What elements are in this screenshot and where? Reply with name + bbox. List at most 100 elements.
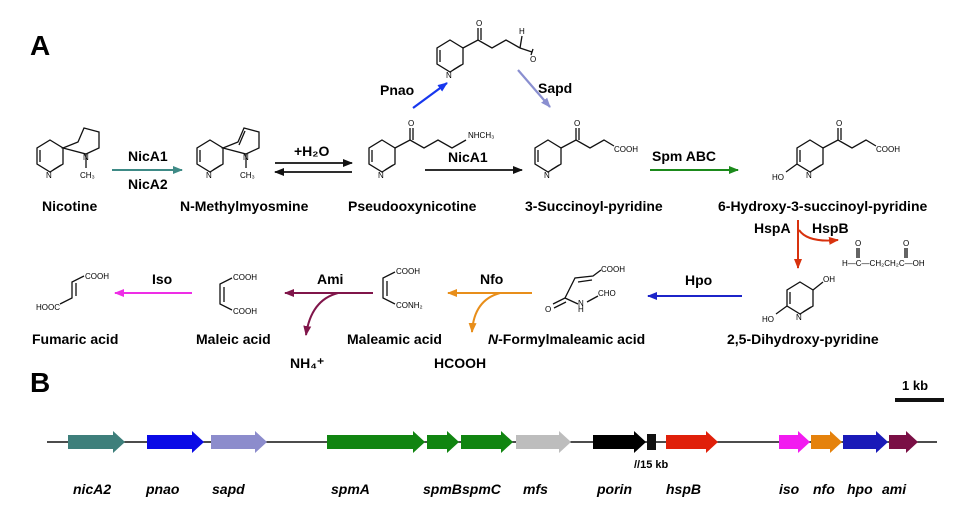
semialdehyde-formula: H—C—CH₂CH₂C—OH — [842, 259, 925, 268]
gene-arrow-porin — [593, 431, 646, 453]
svg-text:O: O — [545, 305, 551, 314]
panel-b-label: B — [30, 367, 50, 398]
nicotine-structure: N N CH₃ — [36, 127, 100, 180]
gene-label-nfo: nfo — [813, 481, 835, 497]
svg-text:H: H — [519, 27, 525, 36]
gene-label-sapd: sapd — [212, 481, 245, 497]
pnao-label: Pnao — [380, 82, 414, 98]
n-methylmyosmine-label: N-Methylmyosmine — [180, 198, 309, 214]
svg-text:N: N — [806, 171, 812, 180]
maleamic-structure: COOH CONH₂ — [382, 267, 423, 310]
hspa-label: HspA — [754, 220, 791, 236]
nica2-label: NicA2 — [128, 176, 168, 192]
nfo-branch-arrow — [468, 292, 501, 333]
nica1-label: NicA1 — [128, 148, 168, 164]
gene-arrow-hspB — [666, 431, 718, 453]
svg-text:N: N — [206, 171, 212, 180]
svg-text:N: N — [243, 153, 249, 162]
nfo-label: Nfo — [480, 271, 503, 287]
gene-label-spmB: spmB — [423, 481, 462, 497]
svg-text:H: H — [578, 305, 584, 314]
svg-text:O: O — [855, 239, 861, 248]
svg-text:HO: HO — [772, 173, 784, 182]
aldehyde-intermediate-structure: N O H O — [436, 19, 536, 80]
svg-text:O: O — [530, 55, 536, 64]
svg-text:N: N — [378, 171, 384, 180]
panel-a-label: A — [30, 30, 50, 61]
gene-arrow-mfs — [516, 431, 571, 453]
break-label: //15 kb — [634, 459, 669, 471]
svg-text:N: N — [446, 71, 452, 80]
gene-label-ami: ami — [882, 481, 907, 497]
gene-arrow-spmA — [327, 431, 425, 453]
svg-text:N: N — [46, 171, 52, 180]
gene-label-pnao: pnao — [145, 481, 180, 497]
nh4-label: NH₄⁺ — [290, 355, 324, 371]
gene-label-porin: porin — [596, 481, 632, 497]
svg-text:OH: OH — [823, 275, 835, 284]
gene-label-nicA2: nicA2 — [73, 481, 111, 497]
spm-label: Spm ABC — [652, 148, 716, 164]
gene-arrows — [68, 431, 918, 453]
succinoyl-pyridine-structure: N O COOH — [534, 119, 638, 180]
maleic-structure: COOH COOH — [219, 273, 257, 316]
gene-arrow-nfo — [811, 431, 842, 453]
svg-text:N: N — [544, 171, 550, 180]
svg-text:COOH: COOH — [233, 307, 257, 316]
svg-text:NHCH₃: NHCH₃ — [468, 131, 494, 140]
formylmaleamic-label: N-Formylmaleamic acid — [488, 331, 645, 347]
svg-text:CH₃: CH₃ — [80, 171, 95, 180]
fumaric-label: Fumaric acid — [32, 331, 118, 347]
sapd-label: Sapd — [538, 80, 572, 96]
succinoyl-pyridine-label: 3-Succinoyl-pyridine — [525, 198, 663, 214]
pseudooxynicotine-structure: N O NHCH₃ — [368, 119, 494, 180]
hspb-label: HspB — [812, 220, 849, 236]
gene-arrow-hpo — [843, 431, 888, 453]
svg-text:O: O — [836, 119, 842, 128]
svg-text:HOOC: HOOC — [36, 303, 60, 312]
svg-text:CHO: CHO — [598, 289, 616, 298]
water-label: +H₂O — [294, 143, 330, 159]
formylmaleamic-structure: COOH O H N CHO — [545, 265, 625, 314]
svg-text:COOH: COOH — [233, 273, 257, 282]
svg-text:COOH: COOH — [85, 272, 109, 281]
svg-text:COOH: COOH — [876, 145, 900, 154]
hydroxy-succinoyl-pyridine-structure: N O COOH HO — [772, 119, 900, 182]
svg-text:N: N — [83, 153, 89, 162]
fumaric-structure: COOH HOOC — [36, 272, 109, 312]
svg-text:O: O — [408, 119, 414, 128]
hcooh-label: HCOOH — [434, 355, 486, 371]
dihydroxypyridine-label: 2,5-Dihydroxy-pyridine — [727, 331, 879, 347]
ami-label: Ami — [317, 271, 343, 287]
svg-text:N: N — [796, 313, 802, 322]
hspb-branch-arrow — [798, 229, 839, 245]
scale-bar-label: 1 kb — [902, 378, 928, 393]
svg-text:HO: HO — [762, 315, 774, 324]
gene-arrow-spmB — [427, 431, 459, 453]
maleic-label: Maleic acid — [196, 331, 271, 347]
svg-text:CONH₂: CONH₂ — [396, 301, 423, 310]
svg-text:O: O — [476, 19, 482, 28]
gene-label-hpo: hpo — [847, 481, 873, 497]
gene-label-mfs: mfs — [523, 481, 548, 497]
svg-text:O: O — [903, 239, 909, 248]
svg-text:N: N — [578, 299, 584, 308]
dihydroxypyridine-structure: N OH HO — [762, 275, 835, 324]
iso-label: Iso — [152, 271, 172, 287]
gene-arrow-iso — [779, 431, 810, 453]
gene-arrow-sapd — [211, 431, 267, 453]
gene-label-iso: iso — [779, 481, 800, 497]
sapd-arrow — [517, 69, 551, 108]
maleamic-label: Maleamic acid — [347, 331, 442, 347]
gene-label-spmA: spmA — [331, 481, 370, 497]
svg-text:COOH: COOH — [396, 267, 420, 276]
hydroxy-succinoyl-pyridine-label: 6-Hydroxy-3-succinoyl-pyridine — [718, 198, 927, 214]
gene-label-hspB: hspB — [666, 481, 701, 497]
svg-text:COOH: COOH — [601, 265, 625, 274]
svg-text:COOH: COOH — [614, 145, 638, 154]
svg-text:O: O — [574, 119, 580, 128]
n-methylmyosmine-structure: N N CH₃ — [196, 127, 260, 180]
gene-label-spmC: spmC — [462, 481, 502, 497]
